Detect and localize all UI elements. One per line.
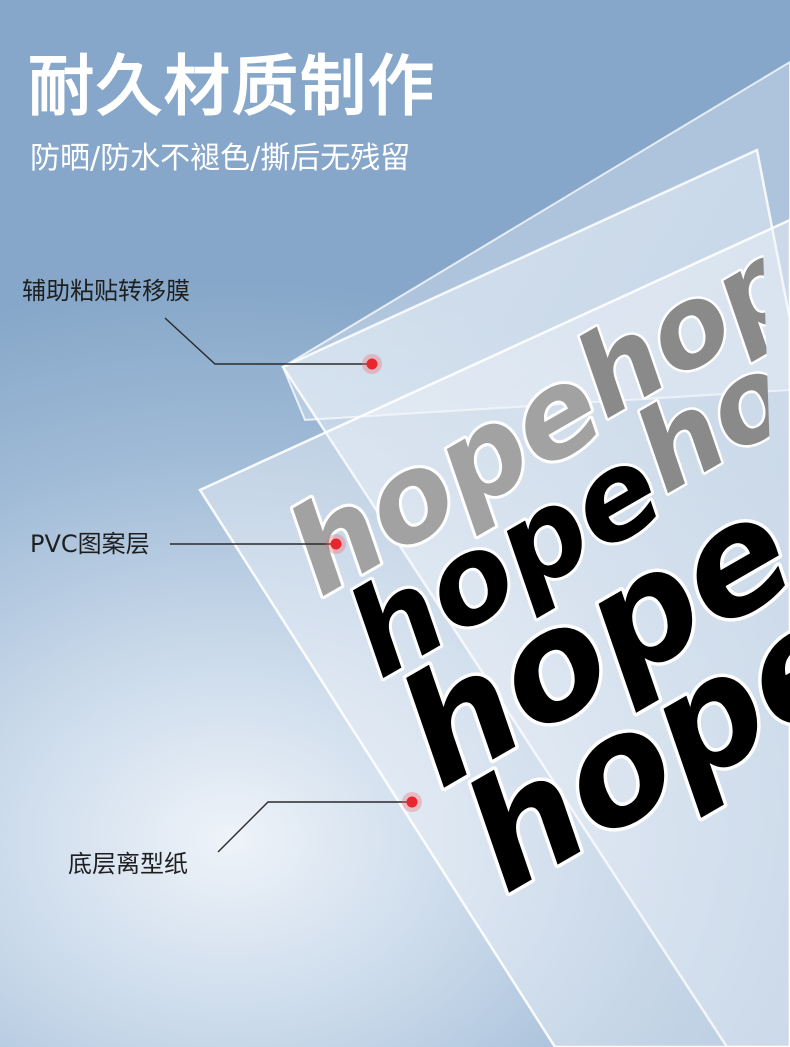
marker-transfer-film [366, 358, 378, 370]
marker-pvc [330, 538, 342, 550]
marker-release-paper [406, 796, 418, 808]
label-pvc-layer: PVC图案层 [30, 530, 150, 558]
callout-line-transfer-film [164, 317, 372, 365]
markers [326, 354, 422, 812]
callout-lines [164, 317, 412, 853]
callout-line-release-paper [217, 801, 412, 853]
pvc-sheet [198, 218, 790, 1047]
label-transfer-film: 辅助粘贴转移膜 [22, 277, 190, 305]
label-release-paper: 底层离型纸 [68, 850, 188, 878]
page-subtitle: 防晒/防水不褪色/撕后无残留 [30, 141, 411, 176]
release-paper-sheet [281, 148, 790, 1047]
page-title: 耐久材质制作 [28, 48, 436, 125]
